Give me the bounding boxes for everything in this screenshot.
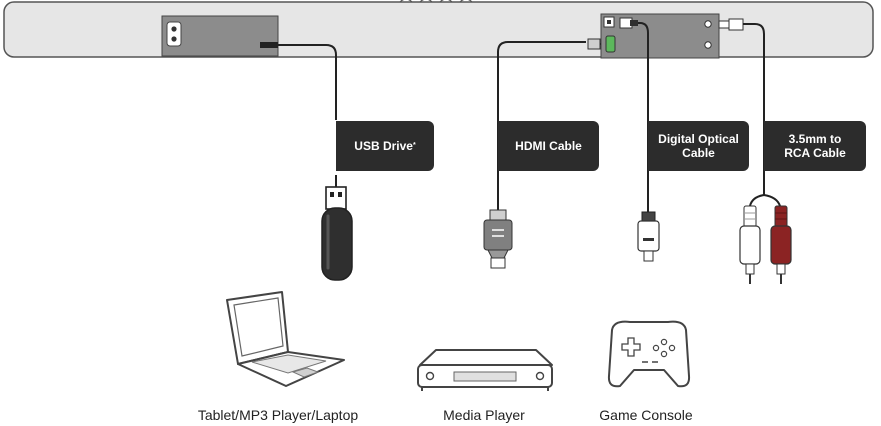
rca-cable-label: 3.5mm to RCA Cable [764, 121, 866, 171]
power-usb-panel [161, 15, 279, 57]
hdmi-cable-label-text: HDMI Cable [515, 139, 582, 153]
game-console-caption: Game Console [599, 407, 693, 423]
rca-cable-label-line2: RCA Cable [784, 146, 846, 160]
optical-cable [619, 17, 649, 212]
rca-white-plug-icon [739, 205, 761, 284]
optical-cable-label-line1: Digital Optical [658, 132, 739, 146]
hdmi-cable-head-top [587, 38, 601, 50]
hdmi-connector-icon [483, 209, 513, 269]
usb-footnote-mark: * [412, 142, 416, 149]
optical-connector-icon [637, 211, 660, 262]
rca-cable-label-line1: 3.5mm to [788, 132, 842, 146]
optical-cable-label-line2: Cable [682, 146, 715, 160]
usb-drive-label: USB Drive* [336, 121, 434, 171]
aux-rca-cable [718, 18, 781, 207]
hdmi-cable-label: HDMI Cable [498, 121, 599, 171]
media-player-caption: Media Player [443, 407, 525, 423]
input-panel [600, 13, 720, 59]
game-controller-icon [607, 320, 691, 388]
media-player-icon [417, 349, 553, 391]
usb-drive-icon [321, 186, 353, 281]
usb-drive-label-text: USB Drive [354, 139, 413, 153]
laptop-icon [226, 291, 345, 387]
rca-red-plug-icon [770, 205, 792, 284]
optical-cable-label: Digital Optical Cable [648, 121, 749, 171]
usb-cable [278, 44, 337, 187]
tablet-caption: Tablet/MP3 Player/Laptop [197, 407, 359, 423]
